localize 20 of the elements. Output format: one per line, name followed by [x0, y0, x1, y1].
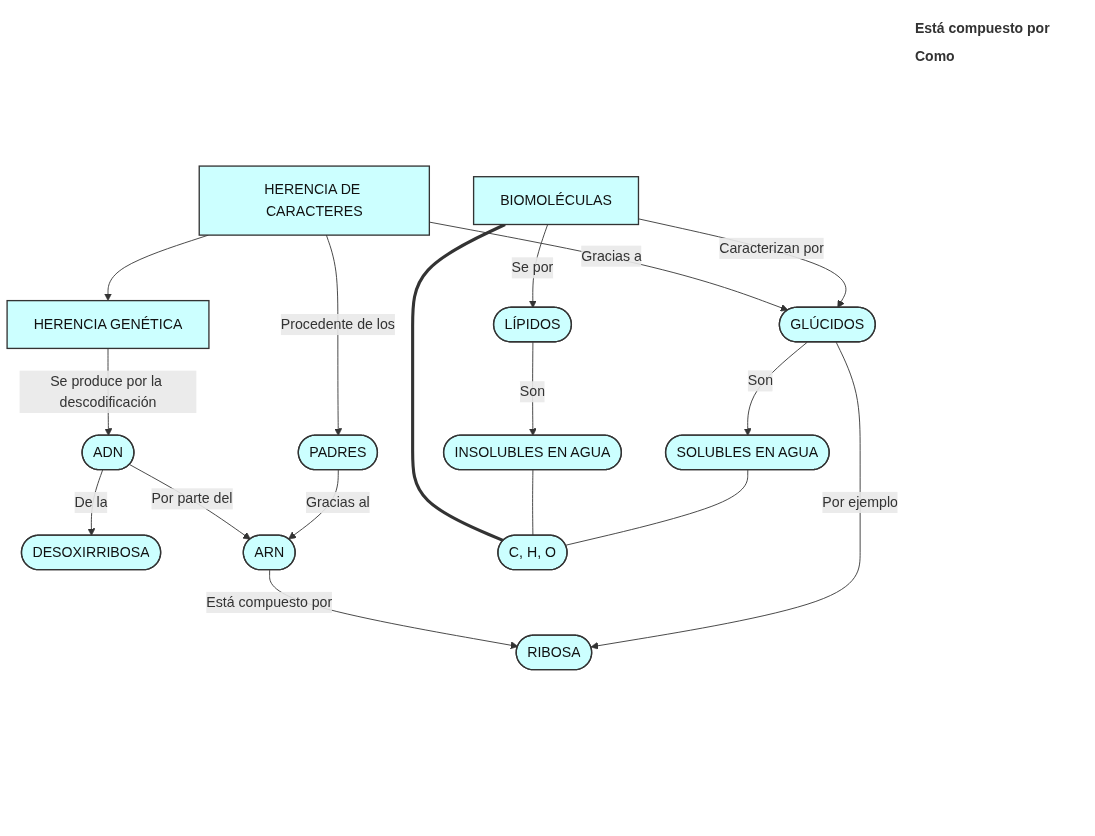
node-box: HERENCIA GENÉTICA: [6, 300, 210, 350]
edge-label: Por parte del: [151, 491, 233, 507]
note-label: Está compuesto por: [915, 20, 1051, 36]
edge-label: Gracias al: [305, 494, 370, 510]
edge-label: Por ejemplo: [822, 494, 898, 510]
edge-label: Está compuesto por: [206, 594, 333, 610]
edge-label: Se por: [511, 260, 554, 276]
connector: [532, 469, 534, 537]
note-label: Como: [915, 48, 956, 64]
edge-label: Gracias a: [581, 248, 642, 264]
edge-label: Se produce por la descodificación: [50, 373, 162, 410]
connector: [565, 469, 749, 546]
edge-label: Caracterizan por: [719, 240, 824, 256]
node-box: HERENCIA DE CARACTERES: [198, 165, 430, 236]
edge-label: Son: [519, 383, 546, 399]
connector: [411, 223, 506, 543]
edge-label: De la: [74, 494, 108, 510]
edge-label: Son: [747, 373, 774, 389]
edge-label: Procedente de los: [280, 316, 395, 332]
node-box: BIOMOLÉCULAS: [472, 176, 640, 226]
